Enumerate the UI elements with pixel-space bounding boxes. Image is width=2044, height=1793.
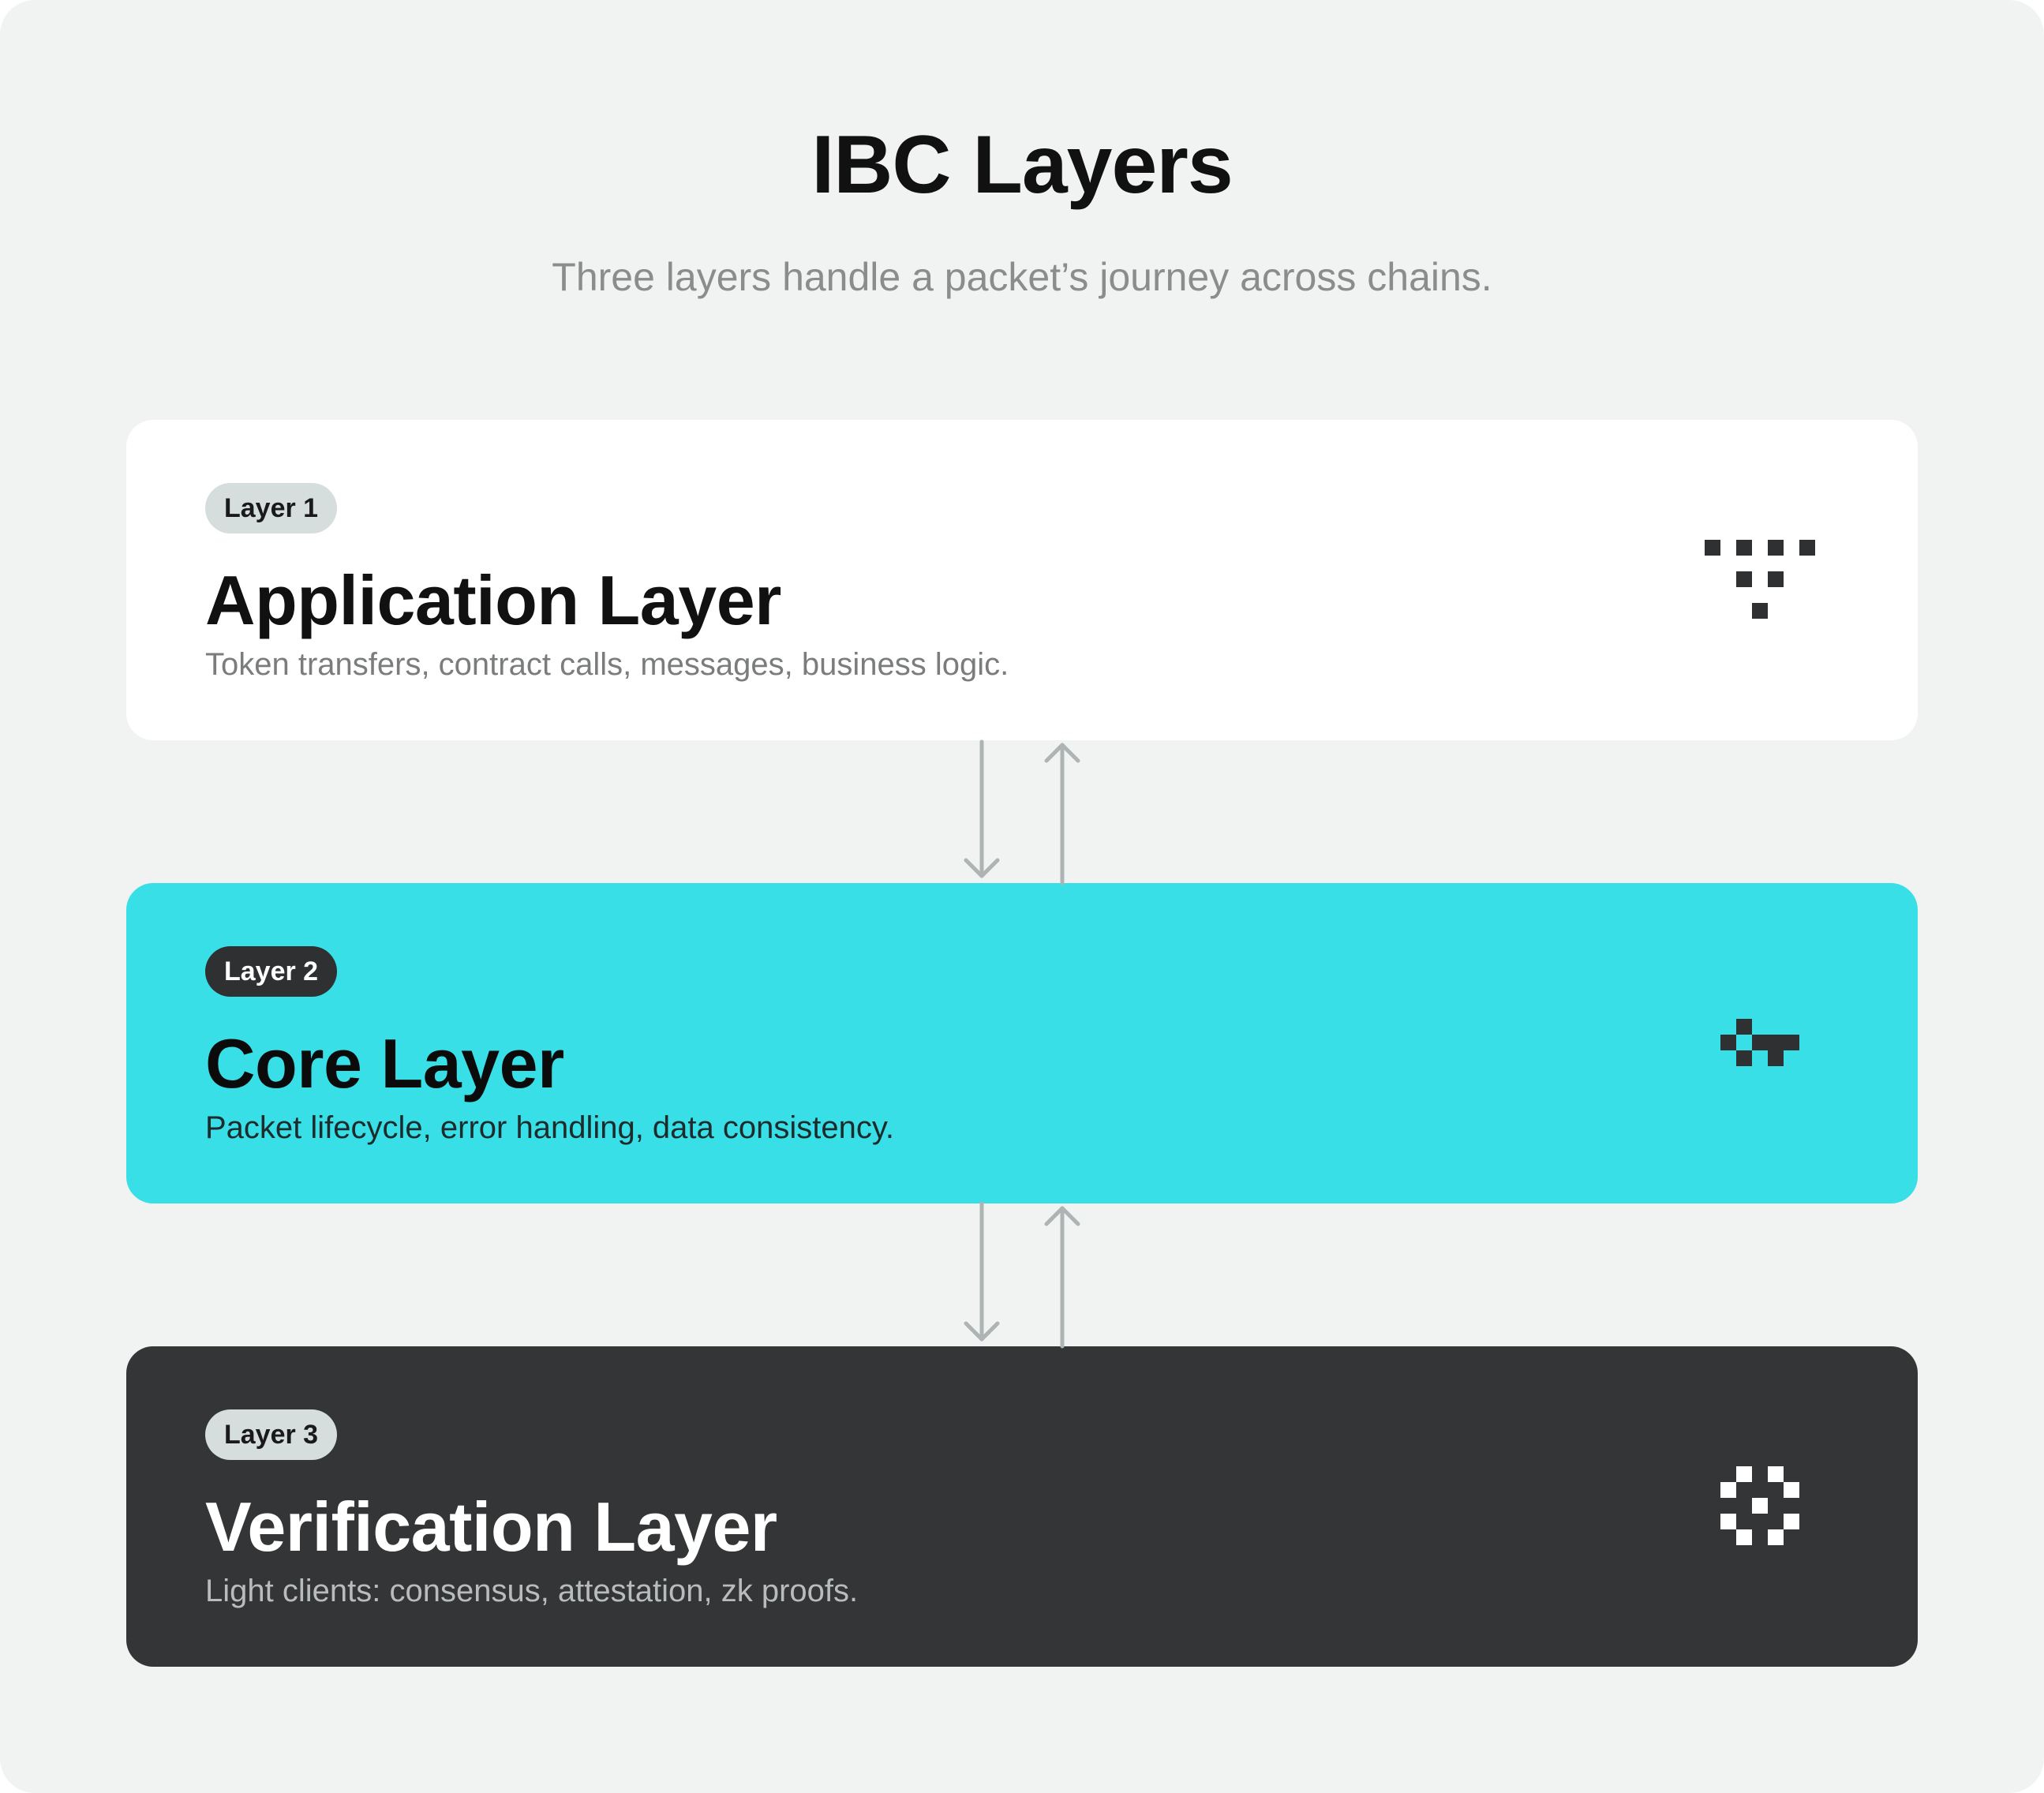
page-title: IBC Layers [811, 119, 1233, 211]
core-layer-card: Layer 2 Core Layer Packet lifecycle, err… [126, 883, 1918, 1203]
application-pixel-icon [1705, 540, 1823, 619]
verification-pixel-icon [1720, 1466, 1799, 1545]
application-layer-card: Layer 1 Application Layer Token transfer… [126, 420, 1918, 740]
up-arrowhead [1044, 1206, 1080, 1226]
layer-title: Core Layer [205, 1024, 564, 1102]
core-pixel-icon [1720, 1019, 1799, 1066]
layer-badge: Layer 2 [205, 946, 338, 997]
page-subtitle: Three layers handle a packet’s journey a… [552, 255, 1492, 299]
layer-description: Packet lifecycle, error handling, data c… [205, 1110, 895, 1145]
layer-badge: Layer 1 [205, 483, 338, 533]
down-arrowhead [964, 858, 1000, 878]
layer-badge: Layer 3 [205, 1409, 338, 1460]
up-arrowhead [1044, 743, 1080, 763]
layer-description: Token transfers, contract calls, message… [205, 647, 1009, 682]
layer-title: Verification Layer [205, 1488, 777, 1566]
layer-title: Application Layer [205, 561, 781, 639]
layer-description: Light clients: consensus, attestation, z… [205, 1574, 859, 1608]
verification-layer-card: Layer 3 Verification Layer Light clients… [126, 1346, 1918, 1667]
down-arrowhead [964, 1321, 1000, 1342]
